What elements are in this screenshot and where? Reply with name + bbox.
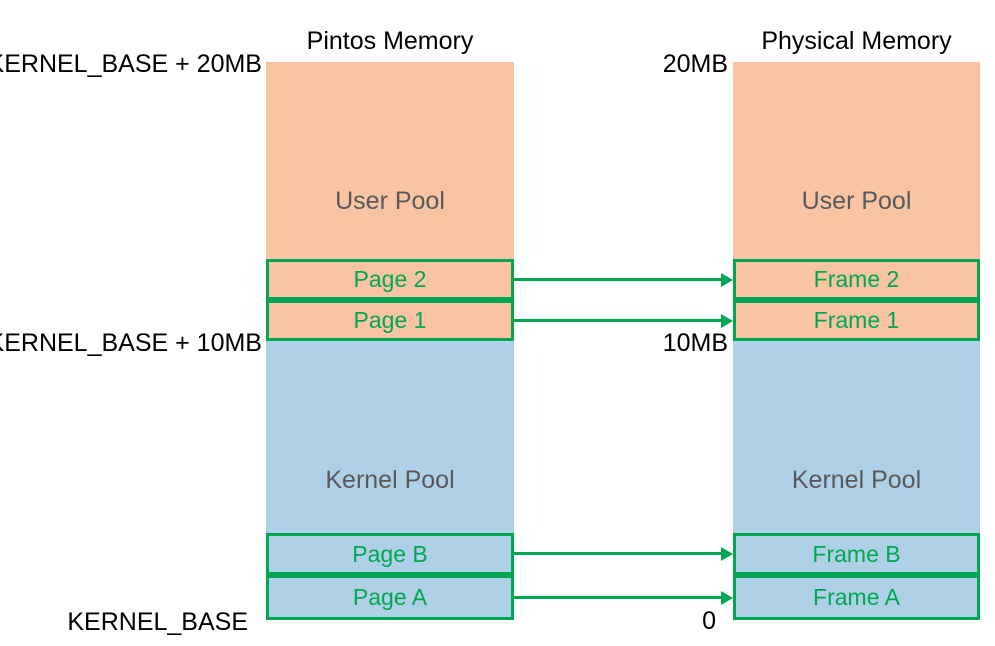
page-1-box: Page 1 [266, 300, 514, 341]
physical-20mb-label: 20MB [662, 50, 728, 78]
page-b-box: Page B [266, 533, 514, 575]
physical-user-pool-label: User Pool [801, 187, 912, 215]
kernel-base-plus-10mb-label: KERNEL_BASE + 10MB [0, 329, 262, 357]
pintos-kernel-pool-label: Kernel Pool [325, 466, 455, 494]
physical-zero-label: 0 [702, 607, 716, 635]
frame-2-box: Frame 2 [733, 259, 980, 300]
pintos-user-pool-label: User Pool [335, 187, 445, 215]
pintos-memory-column: User Pool Kernel Pool Page 2 Page 1 Page… [266, 62, 514, 620]
physical-memory-title: Physical Memory [761, 27, 952, 55]
arrowhead-icon [721, 590, 733, 605]
page-a-box: Page A [266, 575, 514, 620]
physical-memory-column: User Pool Kernel Pool Frame 2 Frame 1 Fr… [733, 62, 980, 620]
arrow-pagea-to-framea [514, 590, 733, 605]
pintos-memory-title: Pintos Memory [306, 27, 474, 55]
frame-a-box: Frame A [733, 575, 980, 620]
arrow-page2-to-frame2 [514, 272, 733, 287]
kernel-base-plus-20mb-label: KERNEL_BASE + 20MB [0, 50, 262, 78]
physical-kernel-pool-label: Kernel Pool [791, 466, 922, 494]
frame-b-box: Frame B [733, 533, 980, 575]
kernel-base-label: KERNEL_BASE [67, 608, 248, 636]
arrowhead-icon [721, 546, 733, 561]
arrowhead-icon [721, 272, 733, 287]
arrow-page1-to-frame1 [514, 313, 733, 328]
page-2-box: Page 2 [266, 259, 514, 300]
physical-10mb-label: 10MB [662, 329, 728, 357]
arrowhead-icon [721, 313, 733, 328]
frame-1-box: Frame 1 [733, 300, 980, 341]
arrow-pageb-to-frameb [514, 546, 733, 561]
